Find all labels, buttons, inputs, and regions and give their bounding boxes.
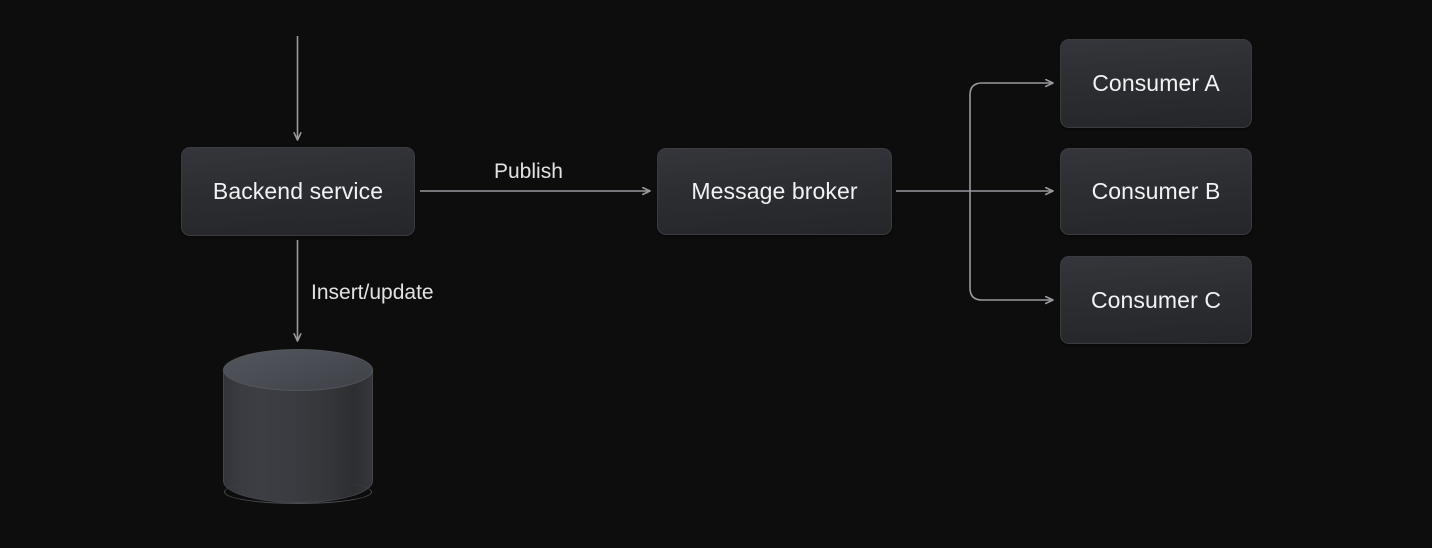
node-consumer-c-label: Consumer C	[1090, 286, 1222, 313]
node-consumer-a-label: Consumer A	[1092, 70, 1220, 96]
node-consumer-b-label: Consumer B	[1091, 178, 1221, 204]
node-message-broker-label: Message broker	[691, 178, 858, 204]
database-bottom-rim	[224, 480, 372, 504]
edge-label-insert-update: Insert/update	[311, 281, 434, 304]
node-database-cylinder[interactable]	[223, 349, 373, 504]
node-consumer-c[interactable]: Consumer C	[1060, 256, 1252, 344]
edge-label-publish: Publish	[494, 160, 563, 183]
connector-broker-to-consumer-c	[969, 191, 1053, 300]
node-backend-service-label: Backend service	[212, 178, 384, 204]
connector-broker-to-consumer-a	[969, 83, 1053, 191]
database-top-ellipse	[223, 349, 373, 391]
node-message-broker[interactable]: Message broker	[657, 148, 892, 235]
node-consumer-a[interactable]: Consumer A	[1060, 39, 1252, 128]
node-backend-service[interactable]: Backend service	[181, 147, 415, 236]
node-consumer-b[interactable]: Consumer B	[1060, 148, 1252, 235]
